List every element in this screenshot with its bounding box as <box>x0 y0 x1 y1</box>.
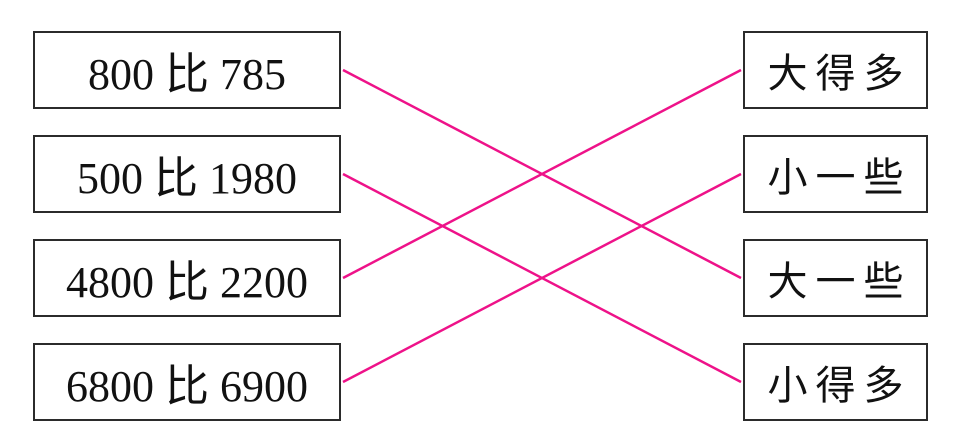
descriptor-label: 小一些 <box>767 155 912 200</box>
connection-line <box>342 68 742 280</box>
right-item-1: 小一些 <box>743 135 928 213</box>
comparison-label: 500 比 1980 <box>77 154 297 203</box>
left-item-2: 4800 比 2200 <box>33 239 341 317</box>
descriptor-label: 小得多 <box>767 363 912 408</box>
right-item-2: 大一些 <box>743 239 928 317</box>
left-item-1: 500 比 1980 <box>33 135 341 213</box>
connection-line <box>342 172 742 384</box>
descriptor-label: 大得多 <box>767 51 912 96</box>
right-item-0: 大得多 <box>743 31 928 109</box>
left-item-0: 800 比 785 <box>33 31 341 109</box>
comparison-label: 6800 比 6900 <box>66 362 308 411</box>
right-item-3: 小得多 <box>743 343 928 421</box>
connection-line <box>342 172 742 384</box>
comparison-label: 4800 比 2200 <box>66 258 308 307</box>
left-item-3: 6800 比 6900 <box>33 343 341 421</box>
connection-line <box>342 68 742 280</box>
comparison-label: 800 比 785 <box>88 50 286 99</box>
descriptor-label: 大一些 <box>767 259 912 304</box>
